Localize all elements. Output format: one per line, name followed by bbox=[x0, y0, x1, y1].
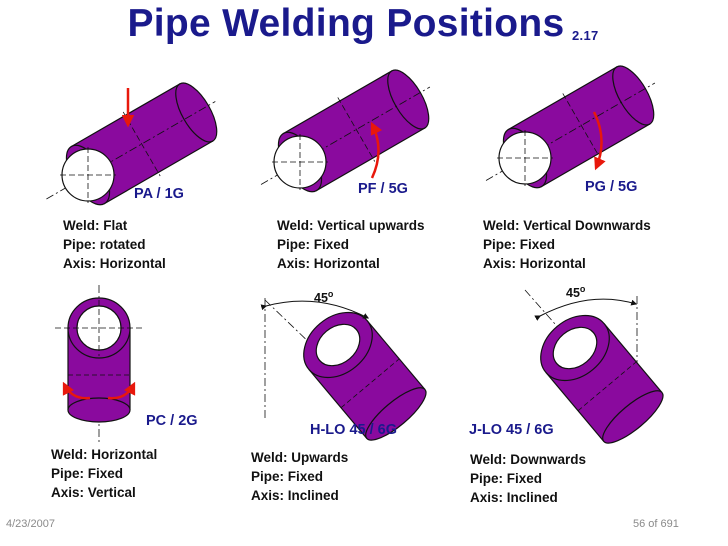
weld-text: Weld: Vertical Downwards bbox=[483, 218, 651, 233]
axis-text: Axis: Horizontal bbox=[63, 256, 166, 271]
position-label-pg-5g: PG / 5G bbox=[585, 179, 638, 195]
weld-right-arrow-icon bbox=[107, 381, 136, 400]
footer-date: 4/23/2007 bbox=[6, 518, 55, 530]
position-label-pa-1g: PA / 1G bbox=[134, 186, 184, 202]
pipe-pg-5g bbox=[485, 65, 656, 189]
weld-text: Weld: Downwards bbox=[470, 452, 587, 467]
info-pf-5g: Weld: Vertical upwards Pipe: Fixed Axis:… bbox=[277, 216, 425, 273]
weld-text: Weld: Upwards bbox=[251, 450, 349, 465]
pipe-pf-5g bbox=[260, 69, 431, 193]
axis-text: Axis: Horizontal bbox=[277, 256, 380, 271]
position-label-pc-2g: PC / 2G bbox=[146, 413, 198, 429]
pipe-hlo45-6g bbox=[260, 298, 427, 441]
info-pg-5g: Weld: Vertical Downwards Pipe: Fixed Axi… bbox=[483, 216, 651, 273]
pipe-jlo45-6g bbox=[524, 289, 664, 444]
degree-symbol: o bbox=[327, 289, 334, 299]
degree-symbol: o bbox=[579, 284, 586, 294]
footer-page-number: 56 of 691 bbox=[633, 518, 679, 530]
position-label-jlo45-6g: J-LO 45 / 6G bbox=[469, 422, 554, 438]
pipe-pa-1g bbox=[46, 82, 218, 206]
weld-text: Weld: Horizontal bbox=[51, 447, 158, 462]
weld-text: Weld: Flat bbox=[63, 218, 128, 233]
axis-text: Axis: Inclined bbox=[251, 488, 339, 503]
weld-upwards-arrow-icon bbox=[370, 121, 383, 179]
title-text: Pipe Welding Positions bbox=[127, 2, 565, 45]
weld-left-arrow-icon bbox=[62, 381, 91, 400]
title-number: 2.17 bbox=[572, 28, 599, 43]
pipe-text: Pipe: rotated bbox=[63, 237, 146, 252]
info-jlo45-6g: Weld: Downwards Pipe: Fixed Axis: Inclin… bbox=[470, 450, 586, 507]
angle-value: 45 bbox=[314, 291, 328, 305]
pipe-pc-2g bbox=[55, 285, 145, 445]
info-pc-2g: Weld: Horizontal Pipe: Fixed Axis: Verti… bbox=[51, 445, 157, 502]
pipe-text: Pipe: Fixed bbox=[483, 237, 556, 252]
pipe-text: Pipe: Fixed bbox=[277, 237, 350, 252]
axis-text: Axis: Vertical bbox=[51, 485, 136, 500]
position-label-hlo45-6g: H-LO 45 / 6G bbox=[310, 422, 398, 438]
angle-label-jlo: 45o bbox=[566, 284, 585, 300]
position-label-pf-5g: PF / 5G bbox=[358, 181, 408, 197]
axis-text: Axis: Horizontal bbox=[483, 256, 586, 271]
weld-text: Weld: Vertical upwards bbox=[277, 218, 425, 233]
angle-value: 45 bbox=[566, 286, 580, 300]
pipe-text: Pipe: Fixed bbox=[51, 466, 124, 481]
pipe-text: Pipe: Fixed bbox=[470, 471, 543, 486]
slide-title: Pipe Welding Positions 2.17 bbox=[0, 2, 728, 46]
axis-text: Axis: Inclined bbox=[470, 490, 558, 505]
angle-label-hlo: 45o bbox=[314, 289, 333, 305]
weld-downwards-arrow-icon bbox=[592, 111, 606, 171]
info-hlo45-6g: Weld: Upwards Pipe: Fixed Axis: Inclined bbox=[251, 448, 348, 505]
info-pa-1g: Weld: Flat Pipe: rotated Axis: Horizonta… bbox=[63, 216, 166, 273]
pipe-text: Pipe: Fixed bbox=[251, 469, 324, 484]
